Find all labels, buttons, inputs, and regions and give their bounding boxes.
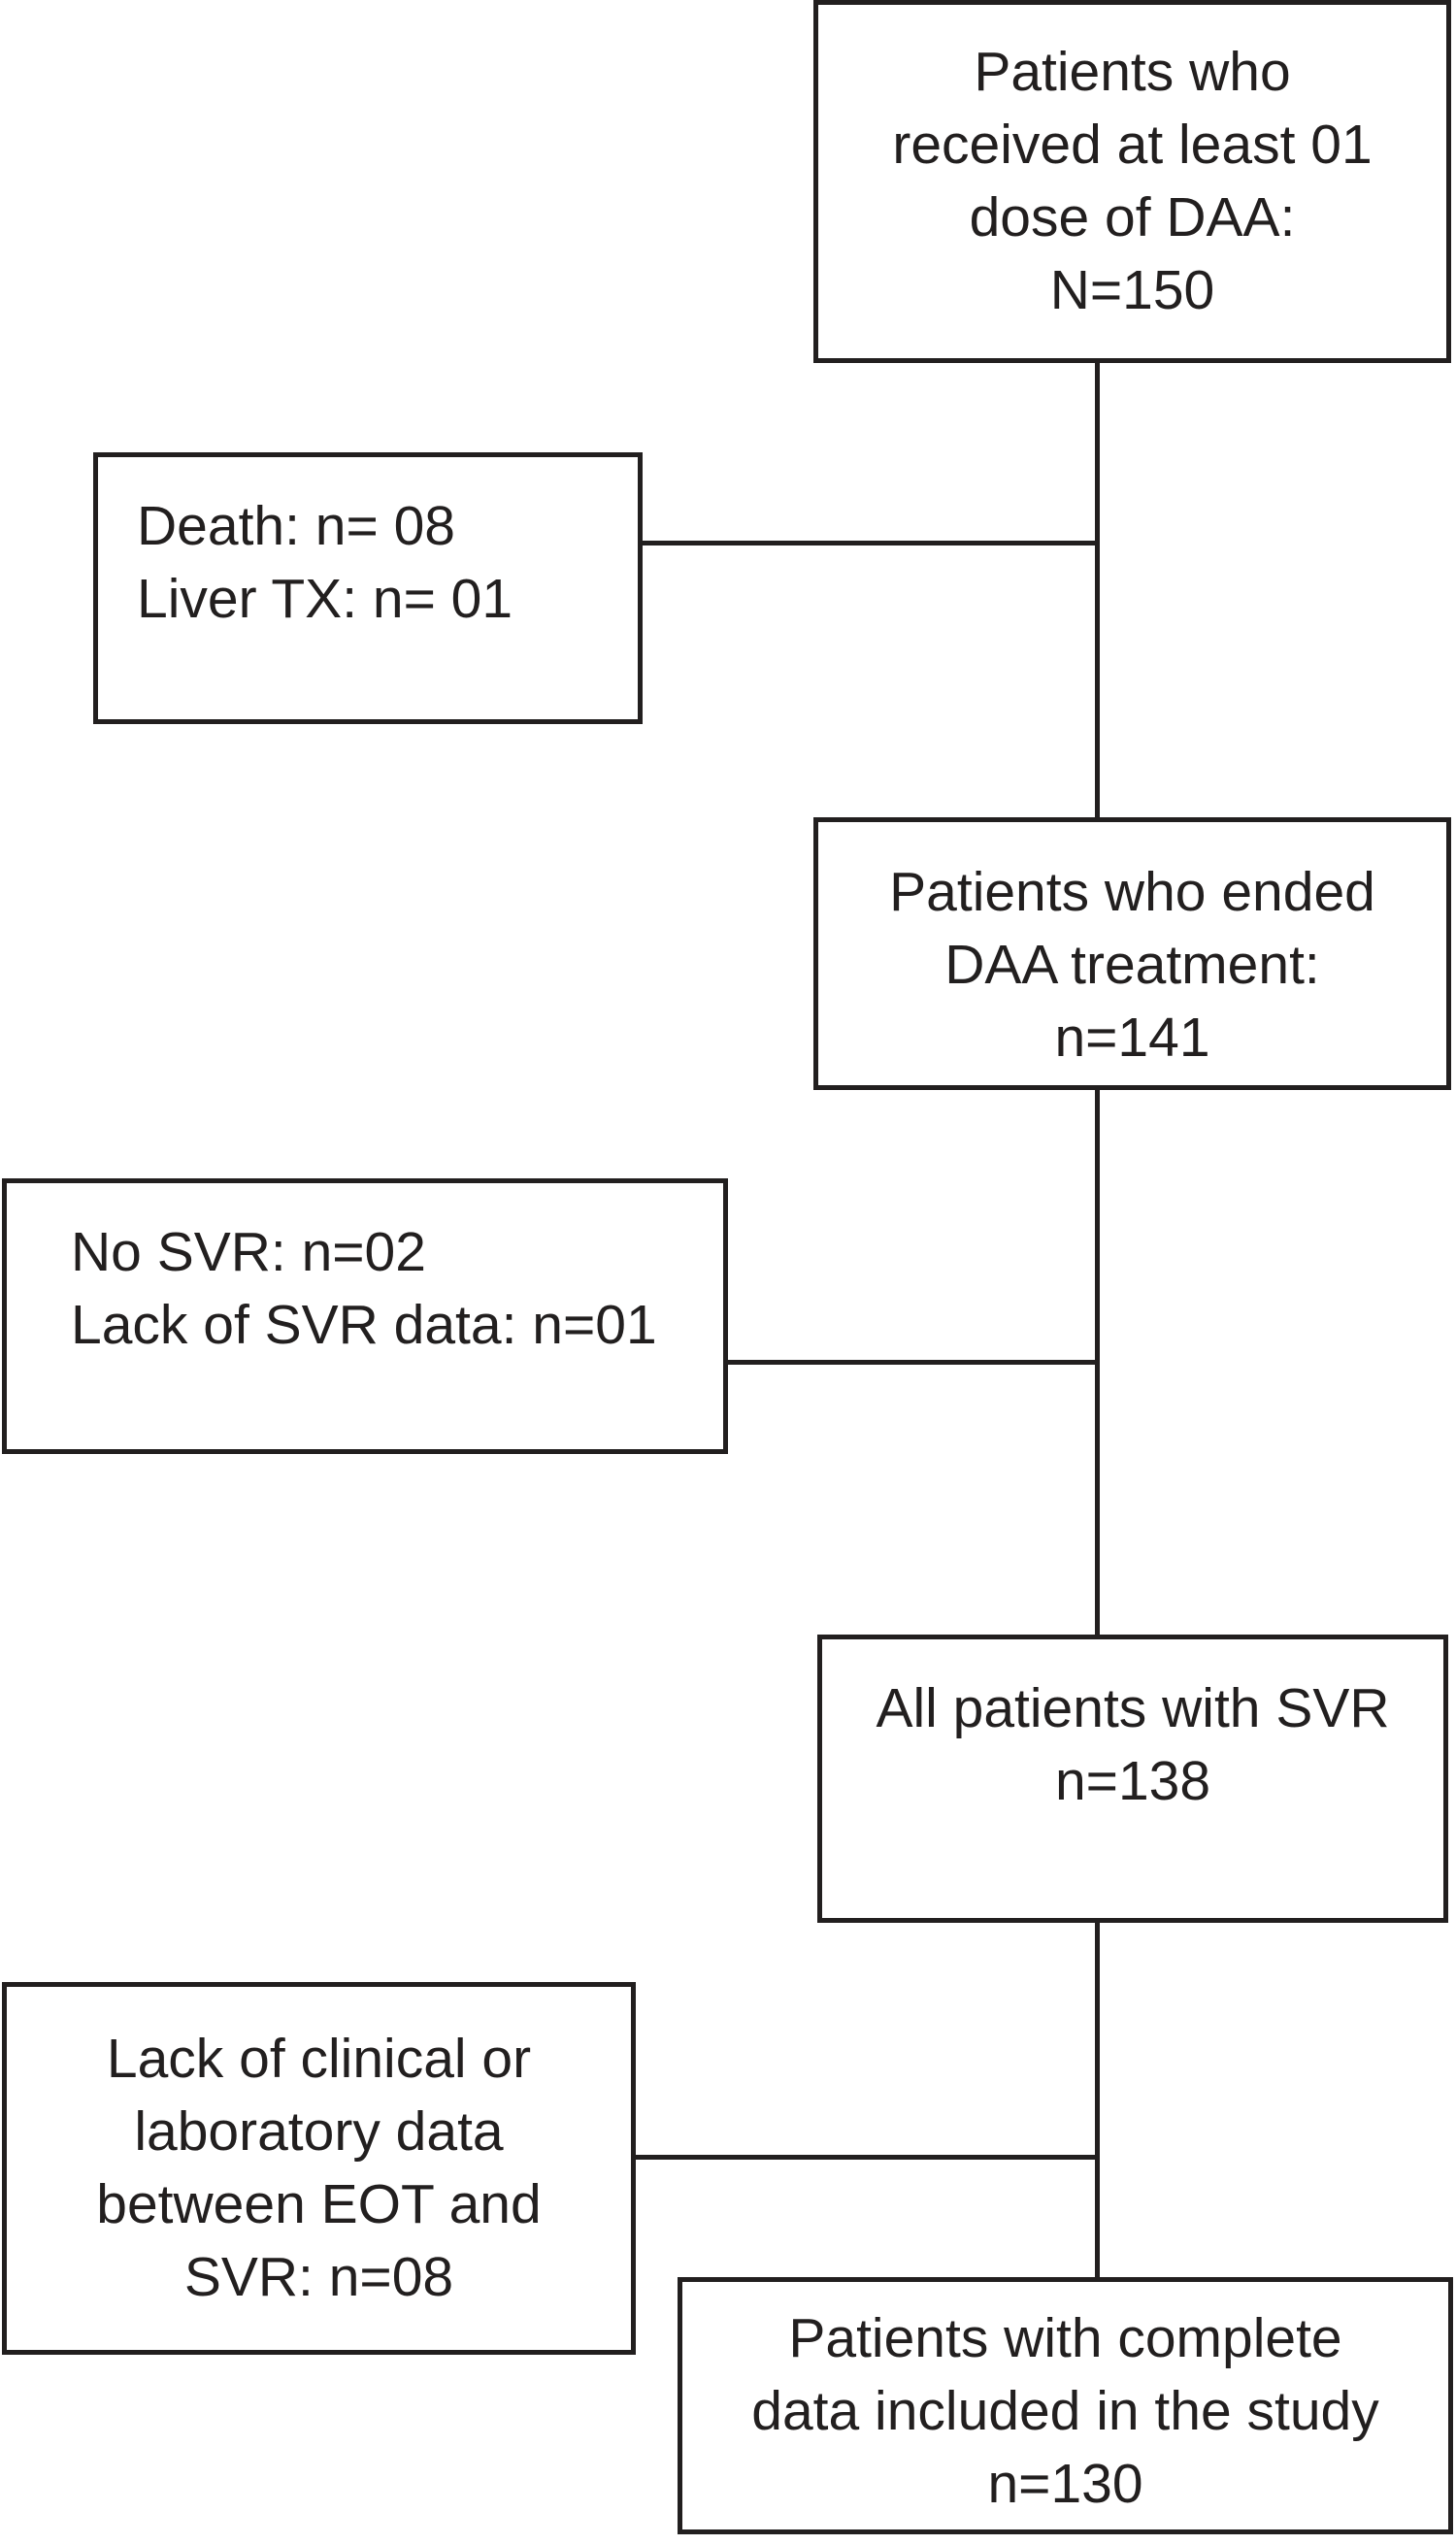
box-death-liver-tx: Death: n= 08 Liver TX: n= 01 (93, 452, 643, 724)
box-ended-treatment: Patients who ended DAA treatment: n=141 (813, 817, 1451, 1090)
box-all-patients-svr: All patients with SVR n=138 (817, 1635, 1448, 1923)
connector-allsvr-to-final (1095, 1923, 1100, 2277)
box-death-liver-tx-text: Death: n= 08 Liver TX: n= 01 (137, 495, 513, 630)
box-all-patients-svr-text: All patients with SVR n=138 (876, 1677, 1390, 1812)
box-ended-treatment-text: Patients who ended DAA treatment: n=141 (889, 861, 1375, 1069)
box-lack-clinical-data-text: Lack of clinical or laboratory data betw… (96, 2028, 542, 2308)
connector-received-to-ended (1095, 363, 1100, 817)
connector-nosvr-branch (728, 1360, 1100, 1365)
box-received-daa: Patients who received at least 01 dose o… (813, 0, 1451, 363)
connector-death-branch (643, 541, 1100, 545)
connector-lackdata-branch (636, 2155, 1100, 2160)
box-received-daa-text: Patients who received at least 01 dose o… (892, 41, 1373, 321)
box-lack-clinical-data: Lack of clinical or laboratory data betw… (2, 1982, 636, 2355)
box-no-svr: No SVR: n=02 Lack of SVR data: n=01 (2, 1178, 728, 1454)
box-no-svr-text: No SVR: n=02 Lack of SVR data: n=01 (71, 1221, 657, 1356)
box-complete-data-included: Patients with complete data included in … (678, 2277, 1453, 2534)
box-complete-data-included-text: Patients with complete data included in … (751, 2307, 1379, 2515)
